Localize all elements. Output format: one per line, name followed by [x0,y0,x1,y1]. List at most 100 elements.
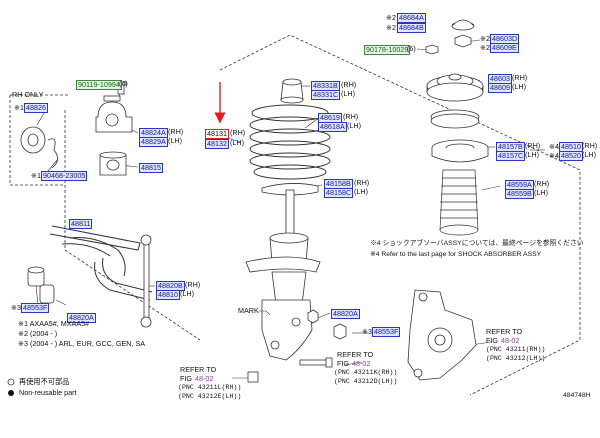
fig-right: FIG [486,336,498,345]
part-48331C[interactable]: 48331C [311,90,341,100]
mark-pointer [258,310,271,316]
cotter-nut [307,309,319,324]
part-48815[interactable]: 48815 [139,163,163,173]
part-48132[interactable]: 48132 [205,139,229,149]
upper-mount-cap [451,19,475,31]
suffix-48559A: (RH) [534,179,550,188]
pnc-43211: (PNC 43211(RH)) [486,346,546,353]
part-48609E[interactable]: 48609E [490,43,519,53]
legend-reuse-jp: 再使用不可部品 [19,377,70,386]
part-90468-23005[interactable]: 90468-23005 [41,171,88,181]
suffix-48131: (RH) [230,128,246,137]
upper-nut [425,34,472,55]
pnc-43211K: (PNC 43211K(RH)) [334,369,398,376]
refer-to-left: REFER TO [180,365,217,374]
part-48684A[interactable]: 48684A [397,13,426,23]
suffix-48331C: (LH) [341,89,355,98]
suffix-48520: (LH) [582,150,596,159]
marker-48520: ※4 [549,151,560,160]
suffix-48619: (RH) [343,112,359,121]
fig-mid: FIG [337,359,349,368]
pnc-43212E: (PNC 43212E(LH)) [178,393,242,400]
pnc-43212D: (PNC 43212D(LH)) [334,378,398,385]
marker-48510: ※4 [549,142,560,151]
reuse-marker-filled-icon [8,390,14,396]
marker-48826: ※1 [14,103,25,112]
marker-48609E: ※2 [480,43,491,52]
suffix-48158C: (LH) [354,187,368,196]
legend-reuse-en: Non-reusable part [19,388,77,397]
shock-absorber [245,189,321,361]
stabilizer-bushing [99,151,127,176]
part-48131-highlighted[interactable]: 48131 [205,129,229,139]
stabilizer-bracket [95,95,133,133]
suffix-48157B: (RH) [525,141,541,150]
part-48810[interactable]: 48810 [156,290,180,300]
knuckle-nut [333,323,347,340]
suffix-48132: (LH) [230,138,244,147]
suffix-48824A: (RH) [168,127,184,136]
fig-left: FIG [180,374,192,383]
refer-to-mid: REFER TO [337,350,374,359]
part-90178-10029[interactable]: 90178-10029 [364,45,411,55]
part-48520[interactable]: 48520 [559,151,583,161]
part-90119-10994[interactable]: 90119-10994 [76,80,122,90]
marker-top-2: ※2 [386,23,397,32]
part-48158C[interactable]: 48158C [324,188,354,198]
figure-id: 484748H [563,392,591,399]
marker-90468: ※1 [31,171,42,180]
part-48559B[interactable]: 48559B [505,189,534,199]
stabilizer-dashed-outline [64,110,201,341]
suffix-48810: (LH) [180,289,194,298]
part-48811[interactable]: 48811 [69,219,93,229]
pnc-43212: (PNC 43212(LH)) [486,355,546,362]
legend-note-3: ※3 (2004 - ) ARL, EUR, GCC, GEN, SA [18,339,146,348]
note4-japanese: ※4 ショックアブソーバASSYについては、最終ページを参照ください [370,240,584,247]
suffix-90178: (6) [407,44,416,53]
part-48553F-left[interactable]: 48553F [21,303,50,313]
suffix-48618A: (LH) [347,121,361,130]
fig-link-right[interactable]: 48-02 [501,336,520,345]
fig-link-left[interactable]: 48-02 [195,374,214,383]
bearing [430,109,480,129]
steering-knuckle [407,289,477,381]
suffix-48331B: (RH) [341,80,357,89]
bellows [439,169,479,236]
stabilizer-bushing-lower [27,266,55,304]
stabilizer-link [140,234,152,328]
suffix-48559B: (LH) [534,188,548,197]
part-48829A[interactable]: 48829A [139,137,168,147]
suffix-90119: (4) [119,79,128,88]
pnc-43211L: (PNC 43211L(RH)) [178,384,242,391]
bump-stopper [280,78,304,104]
upper-insulator [431,139,489,163]
suffix-48510: (RH) [582,141,598,150]
strut-support [426,73,484,102]
note4-english: ※4 Refer to the last page for SHOCK ABSO… [370,251,542,258]
rh-only-label: RH ONLY [12,90,44,99]
part-48684B[interactable]: 48684B [397,23,426,33]
rh-only-bracket [20,126,58,169]
stabilizer-bar [49,225,153,301]
lower-insulator [261,183,319,196]
suffix-48603: (RH) [512,73,528,82]
part-48157C[interactable]: 48157C [496,151,526,161]
marker-top-1: ※2 [386,13,397,22]
part-48618A[interactable]: 48618A [318,122,347,132]
lower-bolt [247,357,333,383]
marker-48553F-mid: ※3 [362,327,373,336]
reuse-marker-open-icon [7,378,15,386]
marker-48553F-left: ※3 [11,303,22,312]
suffix-48829A: (LH) [168,136,182,145]
part-48553F-mid[interactable]: 48553F [372,327,401,337]
part-48609[interactable]: 48609 [488,83,512,93]
part-48820A-left[interactable]: 48820A [67,313,96,323]
suffix-48609: (LH) [512,82,526,91]
legend-note-1: ※1 AXAA5#, MXAA5# [18,319,90,328]
part-48826[interactable]: 48826 [24,103,48,113]
part-48820A-mid[interactable]: 48820A [331,309,360,319]
marker-48603D: ※2 [480,34,491,43]
fig-link-mid[interactable]: 48-02 [352,359,371,368]
